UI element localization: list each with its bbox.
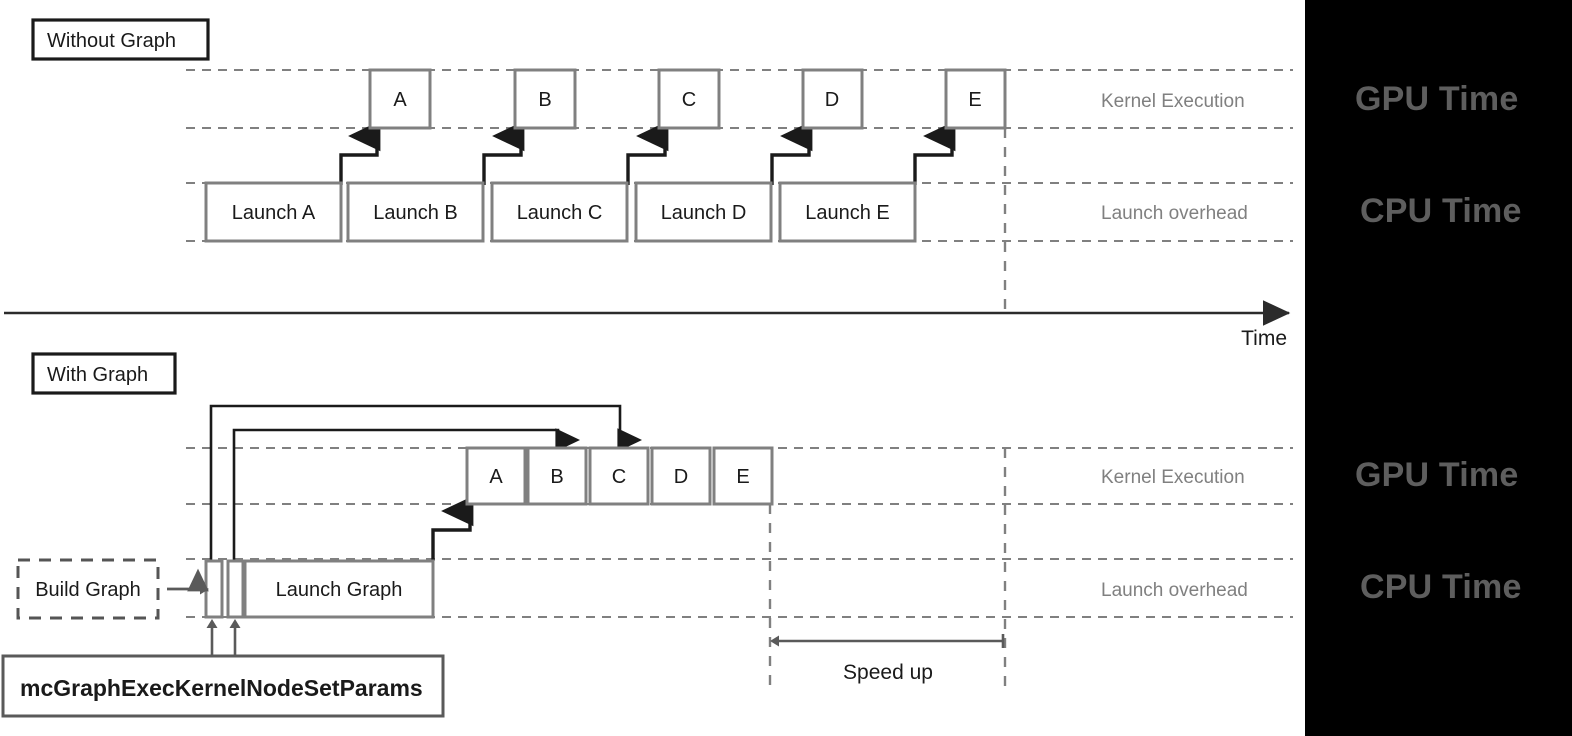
lane-label-kernel-execution-top: Kernel Execution	[1101, 91, 1245, 112]
build-graph-label: Build Graph	[35, 579, 141, 601]
build-graph-box: Build Graph	[16, 558, 160, 620]
kernel-block-label: B	[538, 89, 551, 111]
kernel-block-label: C	[682, 89, 696, 111]
kernel-block-label: A	[489, 466, 503, 488]
launch-block-label: Launch B	[373, 202, 458, 224]
kernel-block: A	[368, 68, 432, 130]
side-panel-gpu-time-top: GPU Time	[1355, 80, 1519, 118]
launch-block: Launch C	[490, 181, 629, 243]
lane-label-launch-overhead-bottom: Launch overhead	[1101, 580, 1248, 601]
api-call-arrow-head-1	[206, 619, 218, 628]
without-graph-launch-to-kernel-arrows	[339, 120, 956, 185]
kernel-block: E	[712, 446, 774, 506]
launch-block: Launch B	[346, 181, 485, 243]
launch-graph-label: Launch Graph	[276, 579, 403, 601]
kernel-block: B	[526, 446, 588, 506]
kernel-block-label: A	[393, 89, 407, 111]
api-call-arrow-head-2	[229, 619, 241, 628]
kernel-block-label: E	[736, 466, 749, 488]
lane-label-kernel-execution-bottom: Kernel Execution	[1101, 467, 1245, 488]
kernel-block-label: D	[674, 466, 688, 488]
kernel-block: C	[588, 446, 650, 506]
launch-block: Launch D	[634, 181, 773, 243]
speedup-label: Speed up	[843, 661, 933, 684]
kernel-block-label: D	[825, 89, 839, 111]
with-graph-launch-to-kernel-arrow	[431, 495, 474, 561]
launch-block-label: Launch A	[232, 202, 316, 224]
side-panel-cpu-time-top: CPU Time	[1360, 192, 1522, 230]
with-graph-node-update-connectors	[209, 404, 643, 560]
kernel-block-label: C	[612, 466, 626, 488]
launch-graph-block: Launch Graph	[243, 559, 435, 619]
lane-label-launch-overhead-top: Launch overhead	[1101, 203, 1248, 224]
kernel-block-label: B	[550, 466, 563, 488]
side-panel-gpu-time-bottom: GPU Time	[1355, 456, 1519, 494]
with-graph-title-box: With Graph	[31, 352, 177, 395]
with-graph-title: With Graph	[47, 364, 148, 386]
without-graph-launch-blocks: Launch A Launch B Launch C Launch D Laun…	[204, 181, 917, 243]
kernel-block: D	[801, 68, 864, 130]
launch-block-label: Launch C	[517, 202, 603, 224]
api-call-box: mcGraphExecKernelNodeSetParams	[1, 654, 445, 718]
without-graph-title-box: Without Graph	[31, 18, 210, 61]
api-call-callout-arrows	[210, 628, 237, 655]
api-call-label: mcGraphExecKernelNodeSetParams	[20, 675, 423, 701]
side-panel-cpu-time-bottom: CPU Time	[1360, 568, 1522, 606]
side-panel	[1305, 0, 1572, 736]
launch-block: Launch A	[204, 181, 343, 243]
launch-block-label: Launch D	[661, 202, 747, 224]
launch-block: Launch E	[778, 181, 917, 243]
graph-node-update-bar-2	[226, 559, 245, 619]
without-graph-kernel-blocks: A B C D E	[368, 68, 1007, 130]
kernel-block: B	[513, 68, 577, 130]
kernel-block: A	[465, 446, 527, 506]
kernel-block: D	[650, 446, 712, 506]
kernel-block-label: E	[968, 89, 981, 111]
launch-block-label: Launch E	[805, 202, 890, 224]
with-graph-kernel-blocks: A B C D E	[465, 446, 774, 506]
without-graph-title: Without Graph	[47, 30, 176, 52]
speedup-arrow-head	[770, 635, 779, 647]
kernel-block: E	[944, 68, 1007, 130]
build-graph-arrow-head	[200, 583, 209, 595]
time-axis-label: Time	[1241, 327, 1287, 350]
kernel-block: C	[657, 68, 721, 130]
